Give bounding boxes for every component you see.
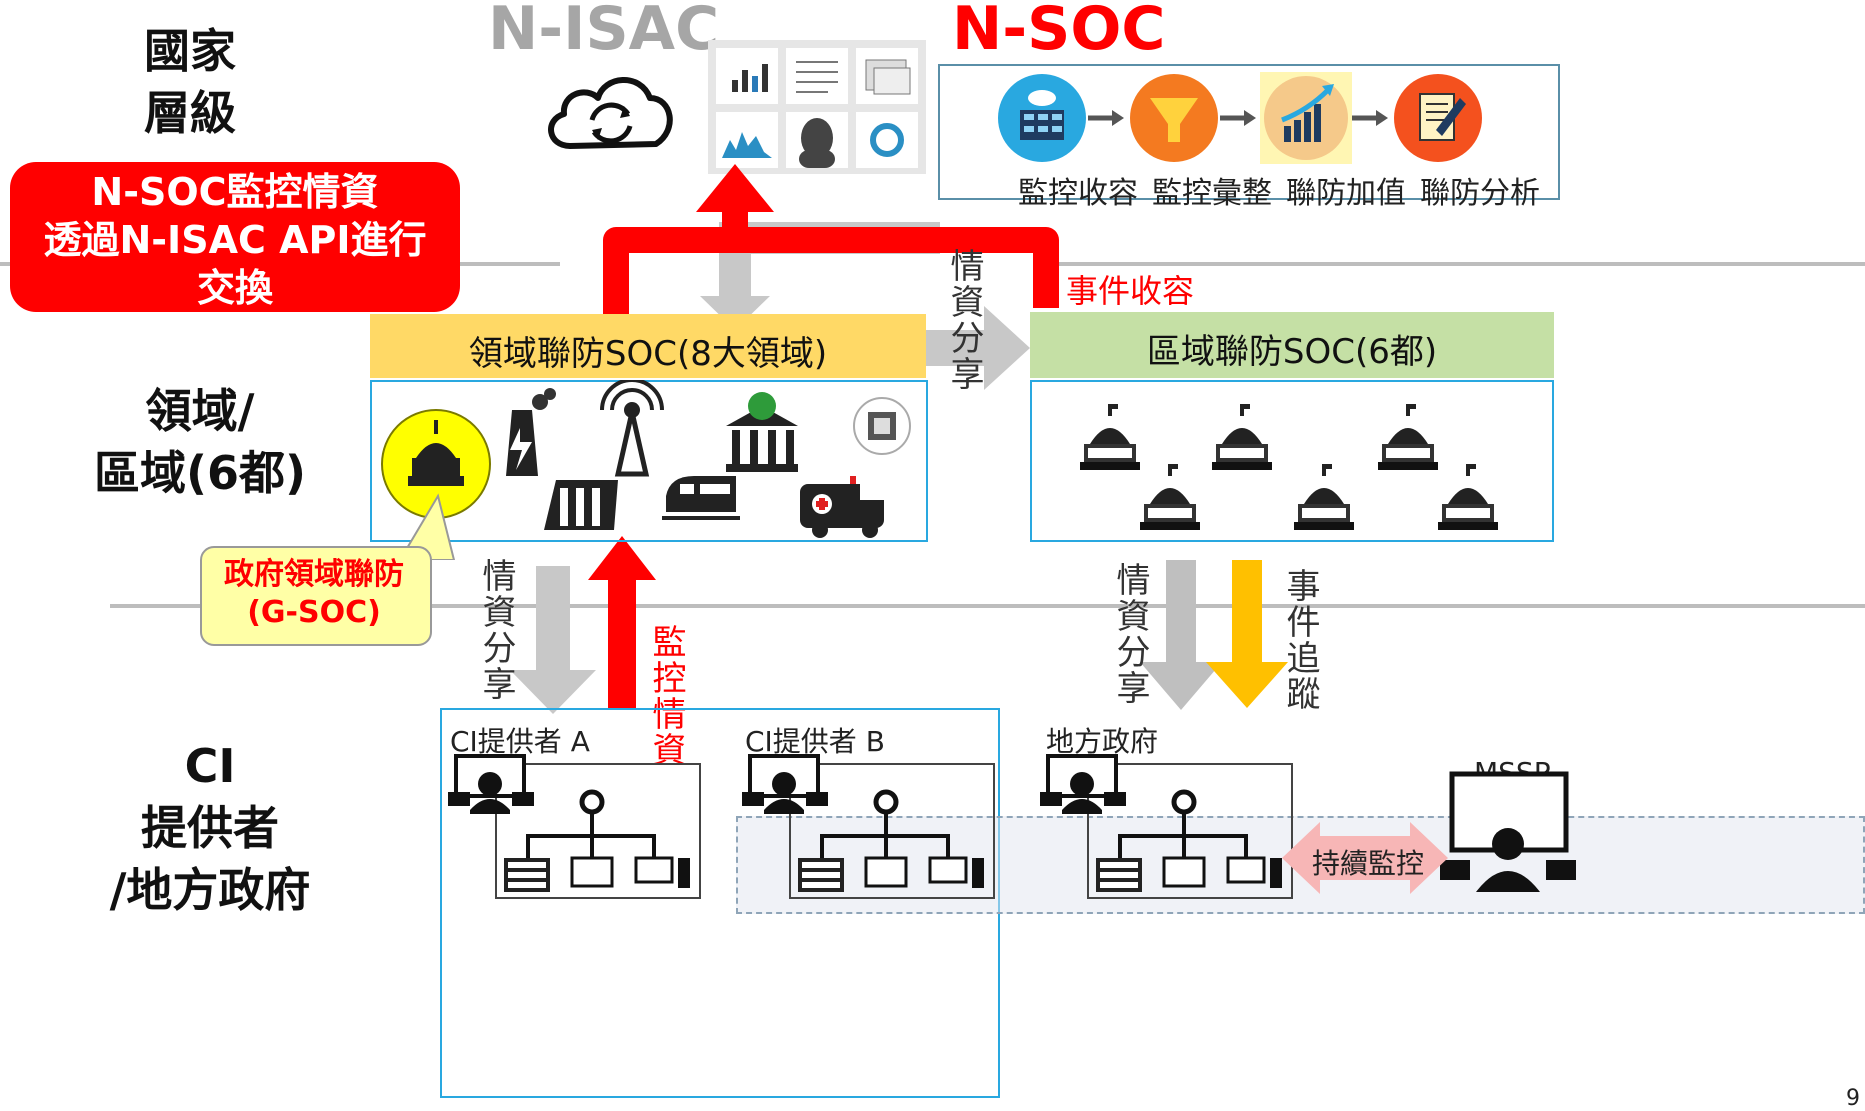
ci-provider-a-label: CI提供者 A [450,725,590,758]
domain-soc-header-label: 領域聯防SOC(8大領域) [468,334,828,374]
gray-down-arrowhead [700,296,770,330]
gray-right-down-shaft [1166,560,1196,664]
ci-provider-a-network [448,756,700,898]
ambulance-icon [800,476,884,538]
nsoc-process-box [938,64,1560,200]
ci-provider-b-network [742,756,994,898]
nsoc-step-4: 聯防分析 [1420,176,1540,211]
tier-label-domain: 領域/ 區域(6都) [93,384,307,500]
label-intel-share-left: 情資分享 [476,558,516,702]
continuous-monitoring-arrow [1282,822,1448,894]
exchange-callout-text: N-SOC監控情資 透過N-ISAC API進行 交換 [43,170,427,310]
domain-sector-icons [381,380,911,538]
separator-line-bottom [110,604,1865,608]
yellow-tracking-head [1206,662,1288,708]
tier-label-national: 國家 層級 [144,24,236,140]
gray-left-down-shaft [536,566,570,670]
regional-soc-header [1030,312,1554,378]
capitol-icon-4 [1294,464,1354,530]
domain-soc-box [370,380,928,542]
train-icon [662,476,740,520]
ci-network-diagrams [440,740,1576,900]
ci-provider-b-label: CI提供者 B [745,725,885,758]
dashboard-widgets-icon [716,48,918,168]
domain-soc-header [370,314,926,378]
power-plant-icon [506,388,556,476]
label-intel-share-top: 情資分享 [944,248,984,392]
regional-capitol-icons [1080,404,1498,530]
telecom-tower-icon [600,380,664,477]
gsoc-capitol-icon [381,409,491,519]
continuous-monitoring-label: 持續監控 [1312,847,1425,880]
nsoc-process-icons [998,72,1482,164]
gsoc-callout-pointer [398,493,456,560]
local-gov-network [1040,756,1292,898]
yellow-tracking-shaft [1232,560,1262,664]
gray-share-right-shaft [924,330,988,366]
mssp-operator-icon [1440,771,1576,892]
capitol-icon-5 [1378,404,1438,470]
label-intel-share-right: 情資分享 [1110,562,1150,706]
nsoc-step-3: 聯防加值 [1286,176,1406,211]
red-intake-loop [603,227,1059,318]
red-up-arrowhead [696,164,774,212]
gsoc-callout-text: 政府領域聯防 (G-SOC) [224,557,404,630]
capitol-icon-3 [1212,404,1272,470]
nsoc-step-1: 監控收容 [1018,176,1138,211]
gray-share-right-head [984,306,1030,390]
red-up-shaft [722,208,748,248]
red-monitor-head [588,536,656,580]
gsoc-callout [200,546,432,646]
label-event-tracking: 事件追蹤 [1280,568,1320,712]
red-monitor-shaft [608,578,636,708]
local-gov-label: 地方政府 [1046,725,1159,758]
dam-icon [544,480,618,530]
capitol-icon-6 [1438,464,1498,530]
capitol-icon-1 [1080,404,1140,470]
bank-icon [726,392,798,472]
chip-icon [853,397,911,455]
gray-left-down-head [510,670,596,714]
nsoc-title: N-SOC [952,0,1166,64]
label-monitor-intel: 監控情資 [646,624,686,768]
separator-line-top [1040,262,1865,266]
regional-soc-box [1030,380,1554,542]
cloud-sync-icon [548,77,673,149]
nisac-title: N-ISAC [488,0,720,64]
nsoc-step-2: 監控彙整 [1152,176,1272,211]
page-number: 9 [1846,1086,1860,1111]
gray-right-down-head [1140,662,1222,710]
regional-soc-header-label: 區域聯防SOC(6都) [1146,332,1438,372]
label-event-intake: 事件收容 [1066,272,1195,310]
capitol-icon-2 [1140,464,1200,530]
exchange-callout [10,162,460,312]
tier-label-ci: CI 提供者 /地方政府 [109,739,311,917]
